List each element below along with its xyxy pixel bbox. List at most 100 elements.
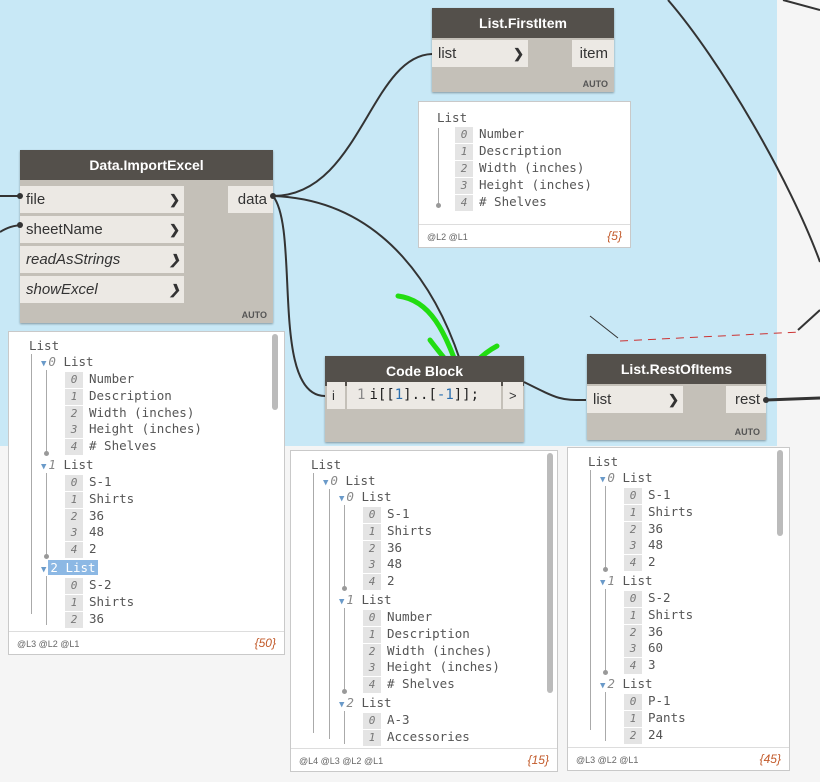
item-index: 1 xyxy=(363,626,381,643)
input-port-readasstrings[interactable]: readAsStrings❯ xyxy=(20,246,184,273)
list-levels: @L3 @L2 @L1 xyxy=(17,639,80,649)
item-value: 3 xyxy=(648,657,656,673)
item-index: 3 xyxy=(455,178,473,194)
input-port-list[interactable]: list❯ xyxy=(587,386,683,413)
input-port-i[interactable]: i xyxy=(327,382,345,409)
list-group-header[interactable]: ▼1 List xyxy=(600,573,653,589)
group-label: 1 List xyxy=(48,457,94,472)
list-group-header[interactable]: ▼2 List xyxy=(600,676,653,692)
item-value: Shirts xyxy=(89,490,135,506)
item-index: 1 xyxy=(363,729,381,746)
item-value: 60 xyxy=(648,640,664,656)
item-value: Number xyxy=(387,609,433,624)
item-value: Height (inches) xyxy=(479,177,592,192)
list-group-header[interactable]: ▼2 List xyxy=(339,695,392,711)
collapse-triangle-icon[interactable]: ▼ xyxy=(339,494,345,504)
output-port-rest[interactable]: rest xyxy=(726,386,766,413)
node-list-firstitem[interactable]: List.FirstItem list❯ item AUTO xyxy=(432,8,614,92)
collapse-triangle-icon[interactable]: ▼ xyxy=(600,578,606,588)
node-title: Code Block xyxy=(325,356,524,386)
collapse-triangle-icon[interactable]: ▼ xyxy=(339,700,345,710)
code-text: ]]; xyxy=(453,387,480,403)
item-index: 2 xyxy=(65,405,83,422)
node-data-importexcel[interactable]: Data.ImportExcel file❯ sheetName❯ readAs… xyxy=(20,150,273,323)
scrollbar[interactable] xyxy=(777,450,783,536)
item-count: {45} xyxy=(759,752,781,766)
item-value: S-2 xyxy=(648,590,671,605)
output-port[interactable]: > xyxy=(503,382,523,409)
tree-end-dot xyxy=(436,203,441,208)
list-group-header[interactable]: ▼1 List xyxy=(41,457,94,473)
item-value: 36 xyxy=(89,507,105,523)
item-value: S-2 xyxy=(89,577,112,592)
item-value: Height (inches) xyxy=(89,421,202,437)
scrollbar[interactable] xyxy=(272,334,278,410)
list-levels: @L4 @L3 @L2 @L1 xyxy=(299,756,384,766)
item-index: 4 xyxy=(65,439,83,456)
group-label: 2 List xyxy=(607,676,653,691)
tree-line xyxy=(313,473,314,733)
item-value: Number xyxy=(89,371,135,386)
item-count: {5} xyxy=(607,229,622,243)
preview-root-label: List xyxy=(588,454,619,469)
tree-line xyxy=(605,486,606,569)
item-value: 24 xyxy=(648,726,664,742)
collapse-triangle-icon[interactable]: ▼ xyxy=(339,597,345,607)
chevron-right-icon: ❯ xyxy=(169,282,180,297)
node-list-restofitems[interactable]: List.RestOfItems list❯ rest AUTO xyxy=(587,354,766,440)
output-port-item[interactable]: item xyxy=(572,40,614,67)
list-group-header[interactable]: ▼1 List xyxy=(339,592,392,608)
item-value: Height (inches) xyxy=(387,659,500,675)
scrollbar[interactable] xyxy=(547,453,553,693)
port-label: > xyxy=(509,388,517,403)
collapse-triangle-icon[interactable]: ▼ xyxy=(600,681,606,691)
list-group-header[interactable]: ▼2 List xyxy=(41,560,98,576)
list-levels: @L2 @L1 xyxy=(427,232,468,242)
group-label: 0 List xyxy=(48,354,94,369)
input-port-list[interactable]: list❯ xyxy=(432,40,528,67)
input-port-sheetname[interactable]: sheetName❯ xyxy=(20,216,184,243)
list-group-header[interactable]: ▼0 List xyxy=(600,470,653,486)
code-text: ]..[ xyxy=(403,387,437,403)
item-value: 48 xyxy=(89,524,105,540)
collapse-triangle-icon[interactable]: ▼ xyxy=(323,478,329,488)
list-group-header[interactable]: ▼0 List xyxy=(323,473,376,489)
item-value: Width (inches) xyxy=(89,404,195,420)
collapse-triangle-icon[interactable]: ▼ xyxy=(41,462,47,472)
collapse-triangle-icon[interactable]: ▼ xyxy=(41,359,47,369)
input-port-showexcel[interactable]: showExcel❯ xyxy=(20,276,184,303)
item-value: A-3 xyxy=(387,712,410,727)
item-value: 36 xyxy=(89,610,105,626)
list-group-header[interactable]: ▼0 List xyxy=(339,489,392,505)
item-count: {15} xyxy=(527,753,549,767)
item-value: 2 xyxy=(387,573,395,589)
chevron-right-icon: ❯ xyxy=(169,252,180,267)
collapse-triangle-icon[interactable]: ▼ xyxy=(41,565,47,575)
collapse-triangle-icon[interactable]: ▼ xyxy=(600,475,606,485)
preview-footer: @L3 @L2 @L1 {50} xyxy=(9,631,284,654)
item-index: 3 xyxy=(363,557,381,574)
input-port-file[interactable]: file❯ xyxy=(20,186,184,213)
preview-root-label: List xyxy=(311,457,342,472)
item-index: 1 xyxy=(65,491,83,508)
list-group-header[interactable]: ▼0 List xyxy=(41,354,94,370)
output-port-data[interactable]: data xyxy=(228,186,273,213)
